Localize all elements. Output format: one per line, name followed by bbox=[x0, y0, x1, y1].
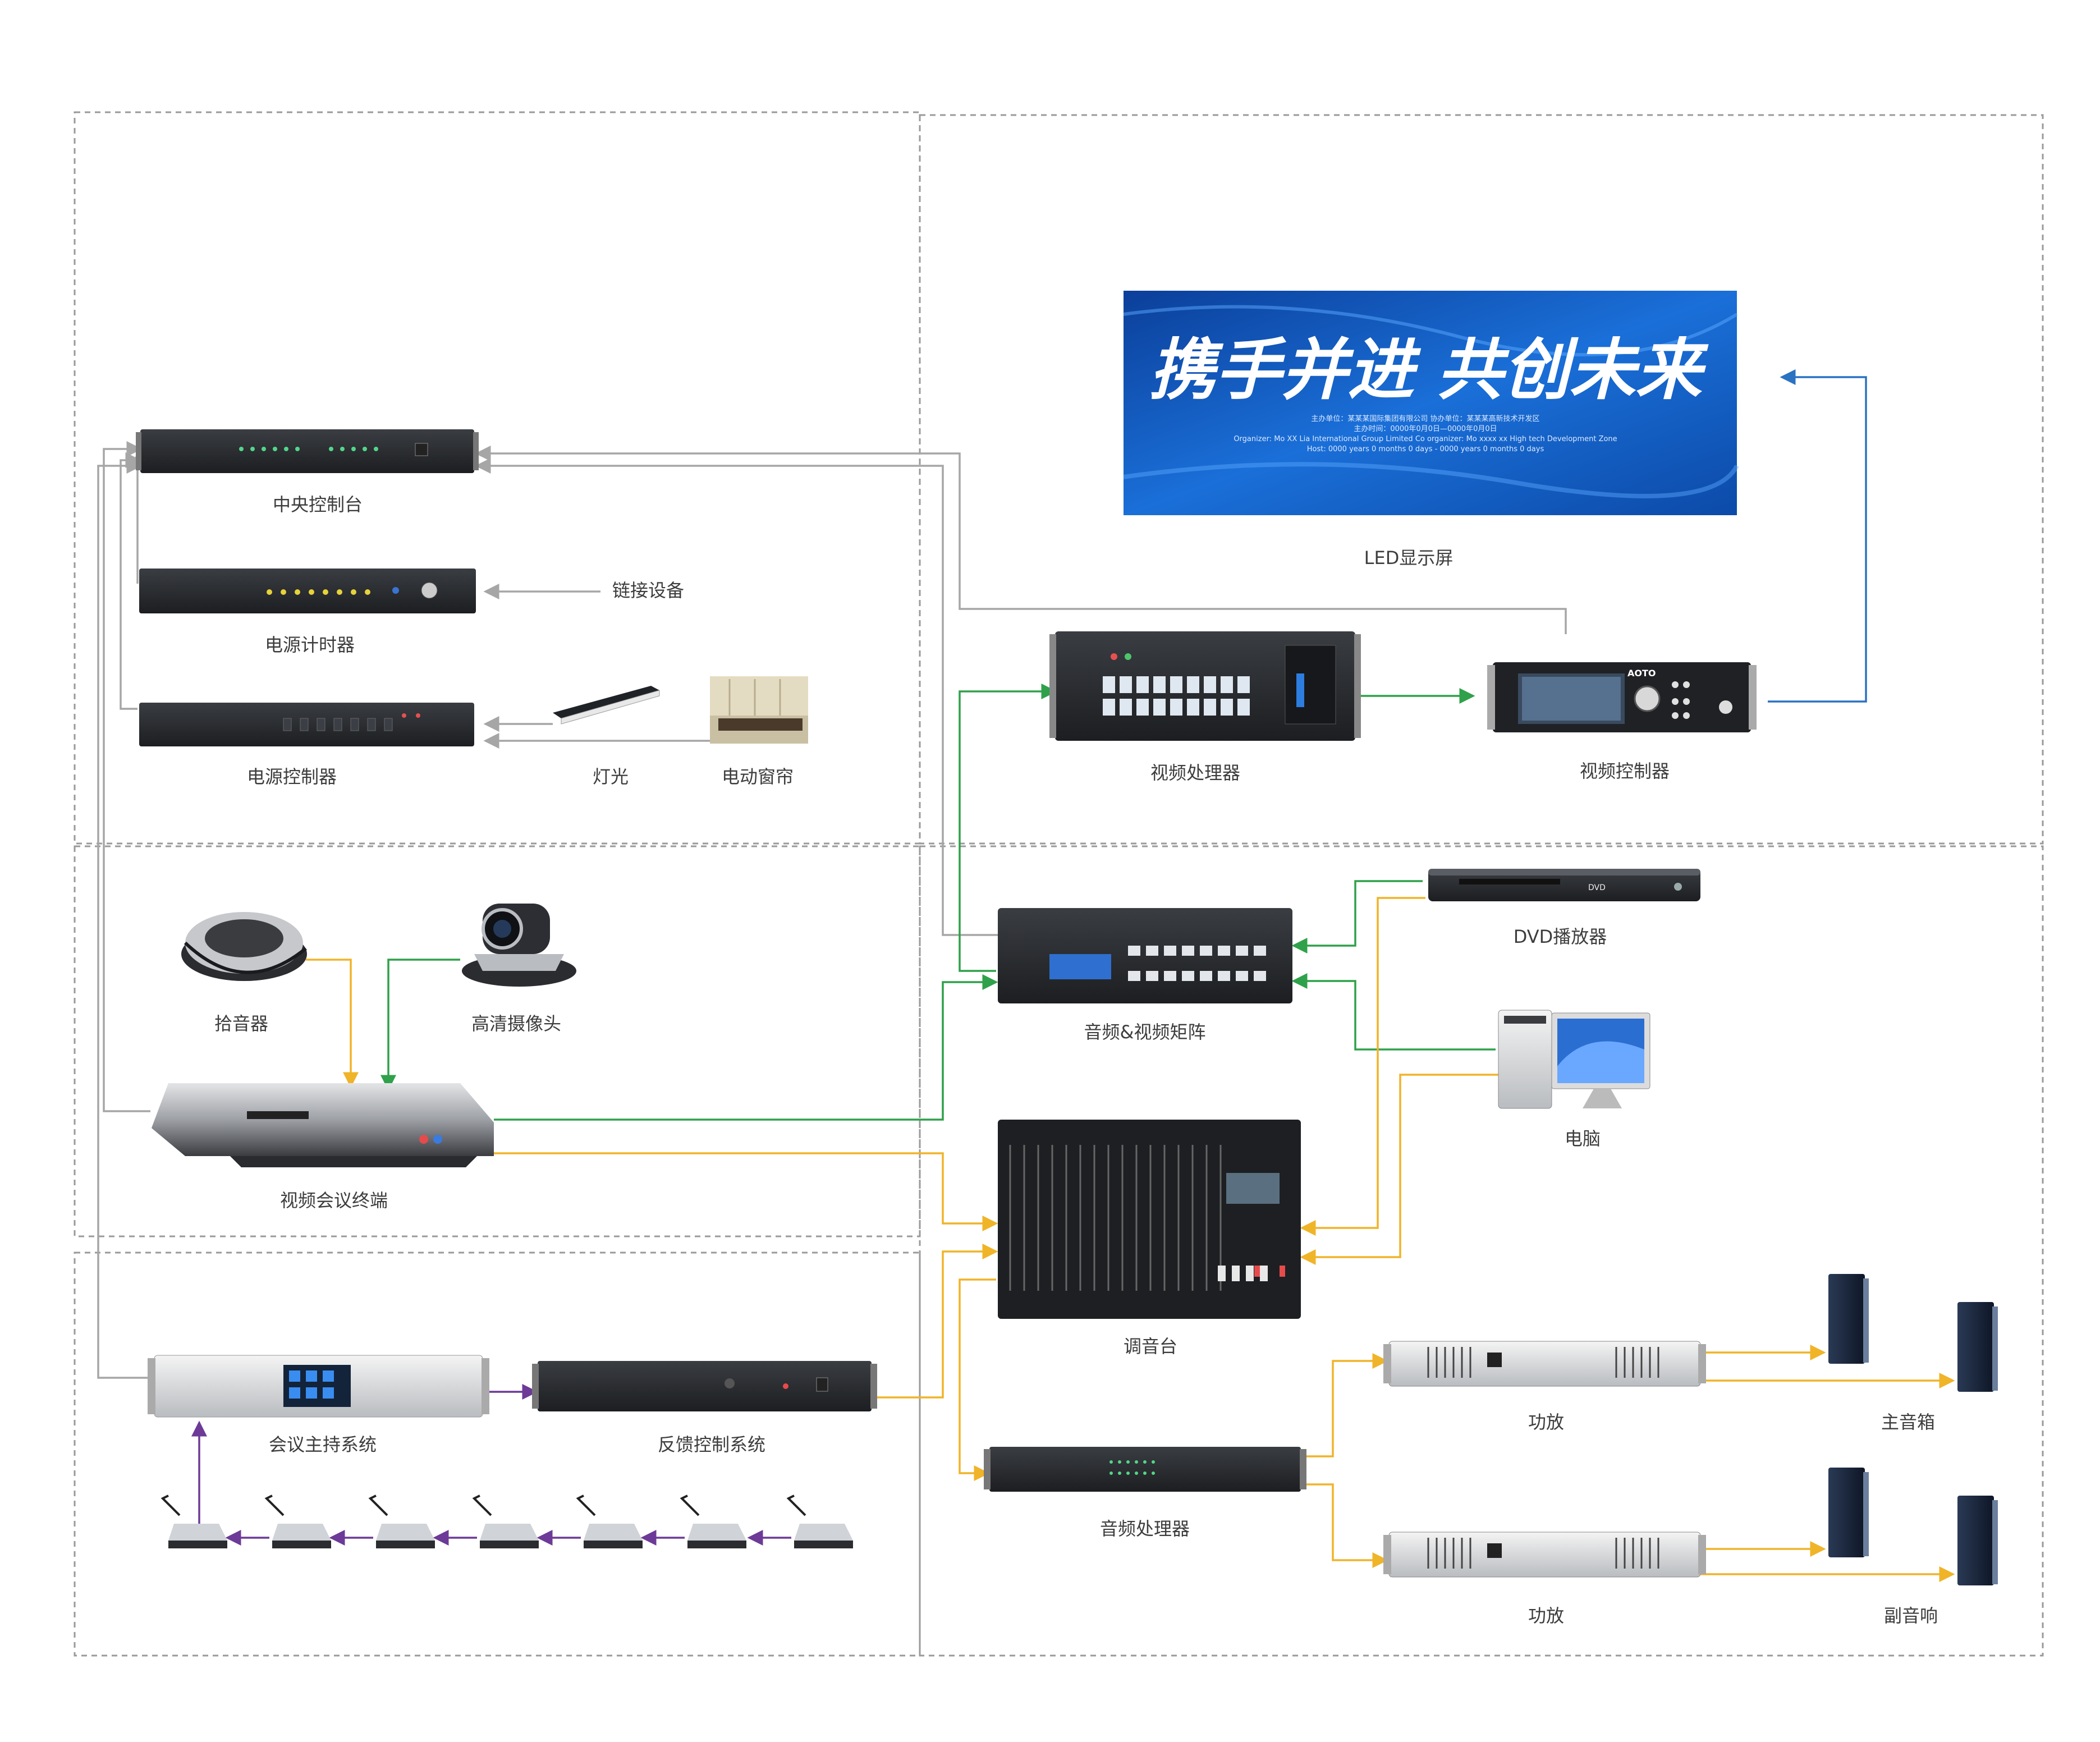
zone-display bbox=[919, 114, 2044, 845]
wire-host-to-console bbox=[97, 458, 154, 1379]
mic-unit bbox=[576, 1495, 643, 1548]
label-video-controller: 视频控制器 bbox=[1580, 760, 1670, 782]
label-amp1: 功放 bbox=[1528, 1411, 1564, 1433]
led-line2: 主办时间：0000年0月0日—0000年0月0日 bbox=[1354, 425, 1497, 433]
label-pickup: 拾音器 bbox=[214, 1013, 268, 1034]
led-line3: Organizer: Mo XX Lia International Group… bbox=[1234, 435, 1617, 443]
amp2-device bbox=[1383, 1532, 1706, 1578]
label-amp2: 功放 bbox=[1528, 1605, 1564, 1626]
label-power-controller: 电源控制器 bbox=[247, 766, 337, 787]
wire-audioproc-to-amp1 bbox=[1302, 1353, 1388, 1457]
main-speaker-a bbox=[1828, 1274, 1869, 1364]
wire-feedback-to-mixer bbox=[875, 1244, 998, 1399]
label-mixer: 调音台 bbox=[1124, 1336, 1177, 1357]
sub-speaker-a bbox=[1828, 1468, 1869, 1557]
label-main-speaker: 主音箱 bbox=[1881, 1411, 1935, 1433]
sub-speaker-b bbox=[1957, 1496, 1998, 1585]
label-dvd: DVD播放器 bbox=[1514, 926, 1607, 947]
wire-vc-to-console bbox=[103, 441, 150, 1112]
zone-borders bbox=[74, 111, 2044, 1657]
wire-audioproc-to-amp2 bbox=[1302, 1483, 1388, 1568]
label-audio-processor: 音频处理器 bbox=[1100, 1518, 1190, 1539]
label-feedback: 反馈控制系统 bbox=[658, 1434, 765, 1455]
wire-vc-to-mixer bbox=[494, 1152, 998, 1231]
wire-camera-to-vc bbox=[380, 959, 460, 1091]
lighting-device bbox=[553, 686, 660, 725]
mic-unit bbox=[264, 1495, 331, 1548]
wire-videoctrl-to-console bbox=[475, 446, 1567, 634]
zone-video-conference bbox=[74, 845, 921, 1237]
connection-lines bbox=[97, 369, 1955, 1582]
wire-vc-to-matrix bbox=[494, 974, 998, 1121]
curtain-device bbox=[710, 676, 808, 744]
wire-controller-to-console bbox=[120, 452, 141, 710]
wire-matrix-to-console bbox=[475, 458, 999, 936]
mic-unit bbox=[786, 1495, 853, 1548]
main-speaker-b bbox=[1957, 1302, 1998, 1392]
microphone-units bbox=[161, 1495, 853, 1548]
led-screen-device: 携手并进 共创未来 主办单位：某某某国际集团有限公司 协办单位：某某某高新技术开… bbox=[1123, 291, 1739, 515]
zone-conference-system bbox=[74, 1252, 921, 1657]
wire-pc-to-matrix bbox=[1291, 973, 1496, 1051]
video-controller-brand: AOTO bbox=[1627, 668, 1656, 679]
hd-camera-device bbox=[462, 904, 576, 987]
pickup-device bbox=[181, 912, 307, 981]
led-slogan: 携手并进 共创未来 bbox=[1149, 331, 1709, 409]
audio-processor-device bbox=[984, 1447, 1306, 1492]
dvd-device: DVD bbox=[1428, 869, 1700, 901]
power-controller-device bbox=[139, 703, 474, 746]
wire-pickup-to-vc bbox=[306, 959, 359, 1088]
mic-unit bbox=[161, 1495, 227, 1548]
mic-unit bbox=[368, 1495, 435, 1548]
label-power-timer: 电源计时器 bbox=[265, 634, 355, 655]
av-matrix-device bbox=[998, 908, 1292, 1003]
led-line4: Host: 0000 years 0 months 0 days - 0000 … bbox=[1307, 445, 1544, 453]
wire-dvd-to-matrix bbox=[1291, 880, 1423, 953]
video-processor-device bbox=[1049, 631, 1361, 741]
label-computer: 电脑 bbox=[1565, 1128, 1601, 1149]
label-vc-terminal: 视频会议终端 bbox=[280, 1190, 388, 1211]
amp1-device bbox=[1383, 1341, 1706, 1387]
label-sub-speaker: 副音响 bbox=[1884, 1605, 1938, 1626]
zone-audio bbox=[919, 845, 2044, 1657]
label-led-screen: LED显示屏 bbox=[1364, 547, 1454, 569]
led-line1: 主办单位：某某某国际集团有限公司 协办单位：某某某高新技术开发区 bbox=[1311, 414, 1539, 423]
host-system-device bbox=[148, 1355, 489, 1418]
label-lighting: 灯光 bbox=[593, 766, 629, 787]
wire-controller-to-led bbox=[1768, 369, 1867, 703]
label-video-processor: 视频处理器 bbox=[1150, 762, 1240, 783]
central-console-device bbox=[136, 429, 479, 473]
label-host-system: 会议主持系统 bbox=[269, 1434, 377, 1455]
label-curtain: 电动窗帘 bbox=[722, 766, 794, 787]
wire-dvd-to-mixer bbox=[1300, 897, 1425, 1236]
mic-unit bbox=[680, 1495, 746, 1548]
wire-matrix-to-processor bbox=[959, 684, 1057, 972]
power-timer-device bbox=[139, 569, 476, 613]
wire-mixer-to-audioproc bbox=[959, 1278, 996, 1481]
feedback-device bbox=[532, 1361, 877, 1411]
dvd-brand: DVD bbox=[1588, 883, 1606, 892]
mic-unit bbox=[472, 1495, 539, 1548]
mixer-device bbox=[998, 1120, 1301, 1319]
video-controller-device: AOTO bbox=[1487, 662, 1757, 732]
label-central-console: 中央控制台 bbox=[273, 494, 363, 515]
label-link-device: 链接设备 bbox=[612, 580, 684, 601]
computer-device bbox=[1498, 1010, 1650, 1109]
label-hd-camera: 高清摄像头 bbox=[471, 1013, 561, 1034]
label-av-matrix: 音频&视频矩阵 bbox=[1084, 1021, 1206, 1043]
vc-terminal-device bbox=[152, 1083, 494, 1167]
wire-pc-to-mixer bbox=[1300, 1074, 1498, 1265]
